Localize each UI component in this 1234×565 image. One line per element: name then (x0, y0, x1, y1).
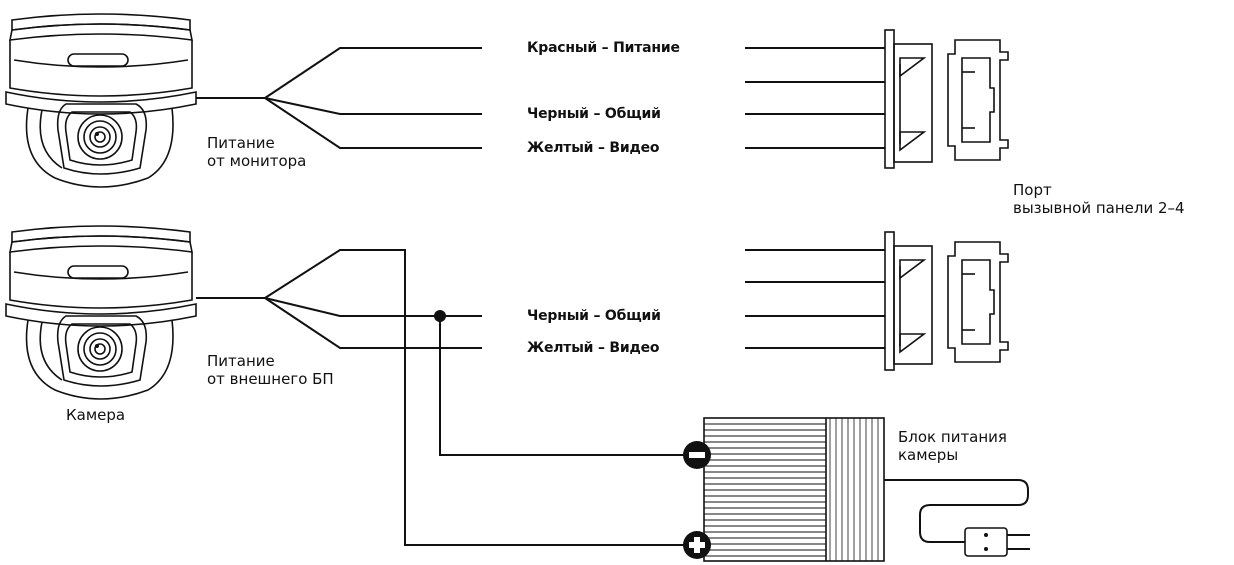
camera1-wiring (196, 47, 885, 149)
camera-caption: Камера (66, 406, 126, 424)
wire-label-black-2: Черный – Общий (527, 308, 661, 324)
power-source-label-1: Питание от монитора (207, 134, 306, 170)
camera2-wiring (196, 249, 885, 546)
dome-camera-top (5, 13, 197, 188)
wire-label-yellow-1: Желтый – Видео (527, 140, 660, 156)
port-connector-bottom (884, 231, 1009, 371)
port-label-line2: вызывной панели 2–4 (1013, 199, 1185, 217)
wire-label-red-1: Красный – Питание (527, 40, 680, 56)
wire-label-black-1: Черный – Общий (527, 106, 661, 122)
power-source-line1: Питание (207, 352, 275, 370)
psu-label: Блок питания камеры (898, 428, 1007, 464)
power-source-label-2: Питание от внешнего БП (207, 352, 334, 388)
port-label: Порт вызывной панели 2–4 (1013, 181, 1185, 217)
port-connector-top (884, 29, 1009, 169)
power-supply-unit (703, 417, 885, 562)
mains-plug-icon (884, 479, 1030, 557)
dome-camera-bottom (5, 225, 197, 400)
port-label-line1: Порт (1013, 181, 1052, 199)
power-source-line2: от внешнего БП (207, 370, 334, 388)
minus-terminal-icon (683, 441, 711, 469)
power-source-line2: от монитора (207, 152, 307, 170)
power-source-line1: Питание (207, 134, 275, 152)
psu-label-line2: камеры (898, 446, 959, 464)
plus-terminal-icon (683, 531, 711, 559)
psu-label-line1: Блок питания (898, 428, 1007, 446)
wire-label-yellow-2: Желтый – Видео (527, 340, 660, 356)
